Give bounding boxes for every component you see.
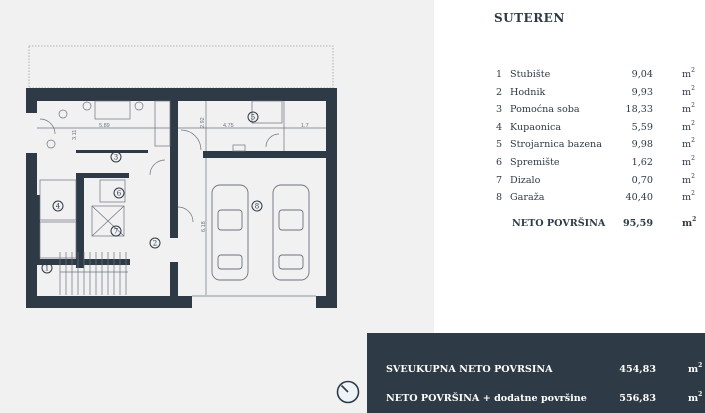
room-row: 7 Dizalo 0,70 m2 [494,172,705,193]
room-number: 6 [496,156,503,168]
floor-plan-area: 5.89 4.75 1.7 3.11 2.92 6.18 1 2 3 4 5 6… [0,0,434,413]
svg-text:3.11: 3.11 [72,130,78,140]
room-area: 1,62 [631,156,653,168]
area-unit: m2 [682,172,695,186]
net-area-total: NETO POVRŠINA 95,59 m2 [512,216,705,234]
area-unit: m2 [682,190,695,204]
floor-title: SUTEREN [494,11,565,25]
room-area: 0,70 [631,174,653,186]
area-unit: m2 [682,137,695,151]
net-area-label: NETO POVRŠINA [512,218,606,229]
area-unit: m2 [682,84,695,98]
svg-text:6.18: 6.18 [201,221,207,232]
area-unit: m2 [682,119,695,133]
room-row: 6 Spremište 1,62 m2 [494,154,705,175]
room-name: Spremište [510,156,560,168]
room-row: 4 Kupaonica 5,59 m2 [494,119,705,140]
svg-text:2: 2 [153,240,157,248]
dimension-label: 5.89 [99,123,110,129]
room-area: 40,40 [625,192,653,204]
room-number: 5 [496,139,503,151]
room-row: 2 Hodnik 9,93 m2 [494,84,705,105]
room-name: Hodnik [510,86,546,98]
area-unit: m2 [682,154,695,168]
svg-text:5: 5 [251,114,255,122]
svg-text:3: 3 [114,154,118,162]
summary-panel: SVEUKUPNA NETO POVRSINA 454,83 m2 NETO P… [367,333,705,413]
room-number: 8 [496,192,503,204]
north-arrow-icon [336,380,360,404]
room-row: 3 Pomoćna soba 18,33 m2 [494,102,705,122]
room-area: 9,93 [631,86,653,98]
area-unit: m2 [682,67,695,80]
room-area: 9,98 [631,139,653,151]
room-list: 1 Stubište 9,04 m2 2 Hodnik 9,93 m2 3 Pomoćna s… [494,67,705,210]
room-number: 1 [496,69,503,80]
room-name: Stubište [510,69,551,80]
area-unit: m2 [688,362,703,375]
net-area-value: 95,59 [622,218,653,229]
room-name: Kupaonica [510,121,562,133]
room-row: 8 Garaža 40,40 m2 [494,190,705,210]
summary-value: 556,83 [619,393,656,404]
summary-label: SVEUKUPNA NETO POVRSINA [386,364,553,375]
room-area: 5,59 [631,121,653,133]
svg-text:4: 4 [56,203,61,211]
room-area: 9,04 [631,69,653,80]
dimension-label: 4.75 [223,123,234,129]
room-name: Dizalo [510,174,541,186]
svg-text:7: 7 [114,228,118,236]
area-unit: m2 [688,391,703,404]
area-unit: m2 [682,216,697,229]
svg-text:6: 6 [117,190,122,198]
room-number: 4 [496,121,503,133]
room-number: 7 [496,174,503,186]
svg-text:1: 1 [45,265,49,273]
room-area: 18,33 [625,104,653,116]
room-name: Strojarnica bazena [510,139,602,151]
room-name: Garaža [510,192,545,204]
svg-text:8: 8 [255,203,259,211]
svg-text:2.92: 2.92 [200,117,206,128]
dimension-label: 1.7 [301,123,309,129]
floor-plan-drawing: 5.89 4.75 1.7 3.11 2.92 6.18 1 2 3 4 5 6… [26,45,337,308]
summary-label: NETO POVRŠINA + dodatne površine [386,393,587,404]
room-row: 1 Stubište 9,04 m2 [494,67,705,87]
room-row: 5 Strojarnica bazena 9,98 m2 [494,137,705,157]
summary-value: 454,83 [619,364,656,375]
room-name: Pomoćna soba [510,104,580,116]
room-number: 2 [496,86,503,98]
room-number: 3 [496,104,503,116]
area-unit: m2 [682,102,695,116]
